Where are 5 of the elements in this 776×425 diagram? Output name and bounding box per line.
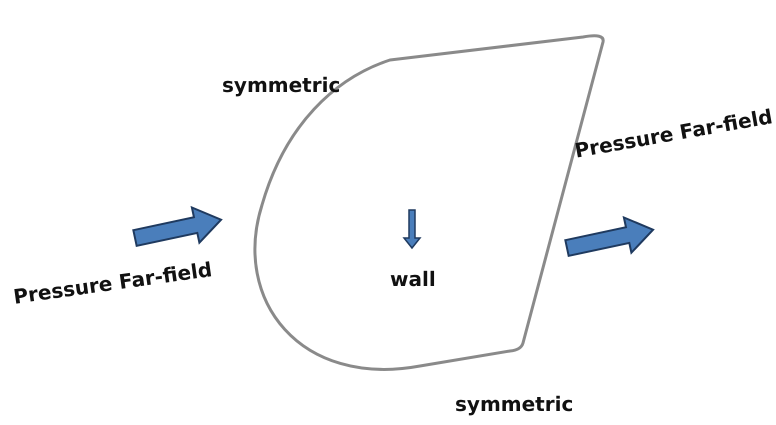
boundary-label: wall: [390, 268, 436, 290]
boundary-label: Pressure Far-field: [573, 105, 774, 162]
boundary-label: Pressure Far-field: [12, 258, 214, 308]
boundary-label: symmetric: [455, 393, 574, 415]
boundary-label: symmetric: [222, 74, 340, 96]
